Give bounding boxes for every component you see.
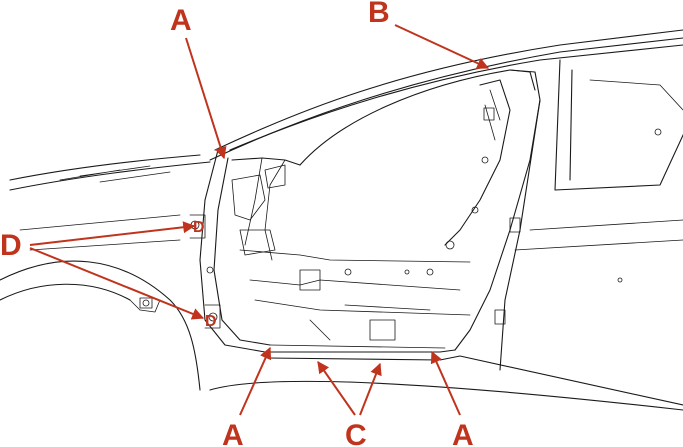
label-a-bottom-right: A xyxy=(452,419,474,447)
d-marker-upper: D xyxy=(193,219,205,236)
arrow-c-right xyxy=(359,362,382,416)
arrow-b xyxy=(394,24,490,69)
arrow-a-bottom-right xyxy=(430,350,461,416)
label-c: C xyxy=(345,419,367,447)
callout-arrows xyxy=(29,24,490,416)
car-body-outline xyxy=(0,29,683,411)
arrow-a-top xyxy=(185,37,227,160)
arrow-d-lower xyxy=(29,247,205,320)
arrow-a-bottom-left xyxy=(239,346,272,416)
label-b: B xyxy=(368,0,390,29)
label-a-bottom-left: A xyxy=(222,419,244,447)
arrow-d-upper xyxy=(29,221,196,246)
label-d: D xyxy=(0,229,22,262)
d-marker-lower: D xyxy=(205,313,217,330)
arrow-c-left xyxy=(317,361,356,416)
label-a-top: A xyxy=(170,4,192,37)
